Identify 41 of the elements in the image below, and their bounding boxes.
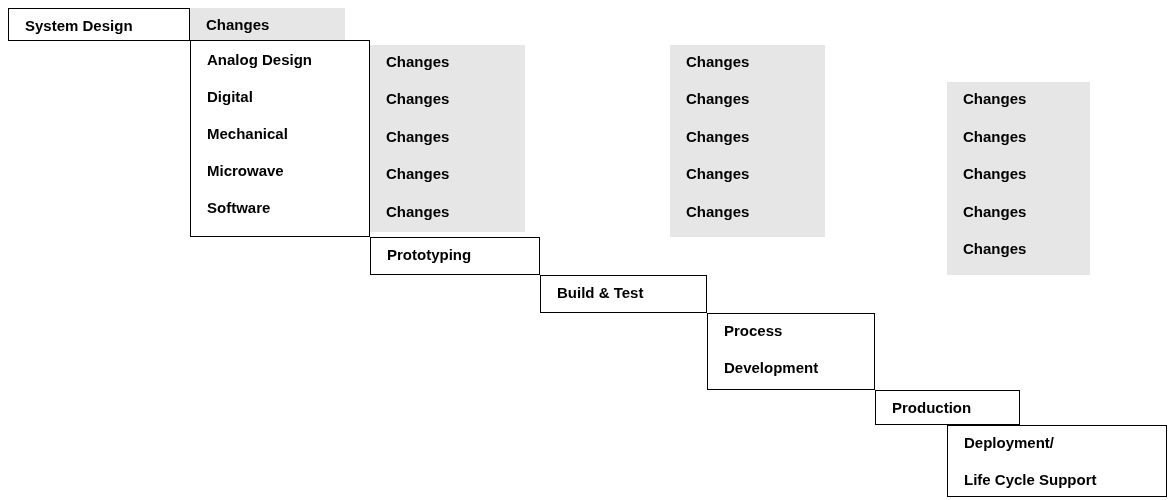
stage-label: Digital xyxy=(207,87,253,107)
change-label: Changes xyxy=(963,202,1027,222)
changes-cell xyxy=(370,195,525,232)
change-label: Changes xyxy=(686,52,750,72)
stage-box xyxy=(370,237,540,275)
change-label: Changes xyxy=(963,239,1027,259)
change-label: Changes xyxy=(206,15,270,35)
stage-label: Mechanical xyxy=(207,124,288,144)
stage-label: Production xyxy=(892,398,972,418)
changes-cell xyxy=(947,82,1090,120)
change-label: Changes xyxy=(686,202,750,222)
change-label: Changes xyxy=(386,164,450,184)
change-label: Changes xyxy=(386,52,450,72)
change-label: Changes xyxy=(386,127,450,147)
changes-cell xyxy=(670,195,825,237)
stage-label: Analog Design xyxy=(207,50,312,70)
changes-cell xyxy=(370,45,525,82)
stage-label: System Design xyxy=(25,16,133,36)
stage-label: Process Development xyxy=(724,321,819,378)
stage-box xyxy=(875,390,1020,425)
change-label: Changes xyxy=(386,202,450,222)
stage-box xyxy=(707,313,875,390)
changes-cell xyxy=(947,232,1090,275)
stage-label: Microwave xyxy=(207,161,284,181)
change-label: Changes xyxy=(686,89,750,109)
change-label: Changes xyxy=(963,164,1027,184)
change-label: Changes xyxy=(963,89,1027,109)
change-label: Changes xyxy=(386,89,450,109)
stage-label: Software xyxy=(207,198,271,218)
stage-box xyxy=(947,425,1167,497)
stage-label: Build & Test xyxy=(557,283,644,303)
change-label: Changes xyxy=(963,127,1027,147)
stage-box xyxy=(8,8,190,41)
change-label: Changes xyxy=(686,127,750,147)
changes-cell xyxy=(190,8,345,40)
change-label: Changes xyxy=(686,164,750,184)
changes-cell xyxy=(670,45,825,82)
stage-label: Prototyping xyxy=(387,245,472,265)
stage-label: Deployment/ Life Cycle Support xyxy=(964,433,1097,490)
stage-box xyxy=(540,275,707,313)
stage-box xyxy=(190,40,370,237)
